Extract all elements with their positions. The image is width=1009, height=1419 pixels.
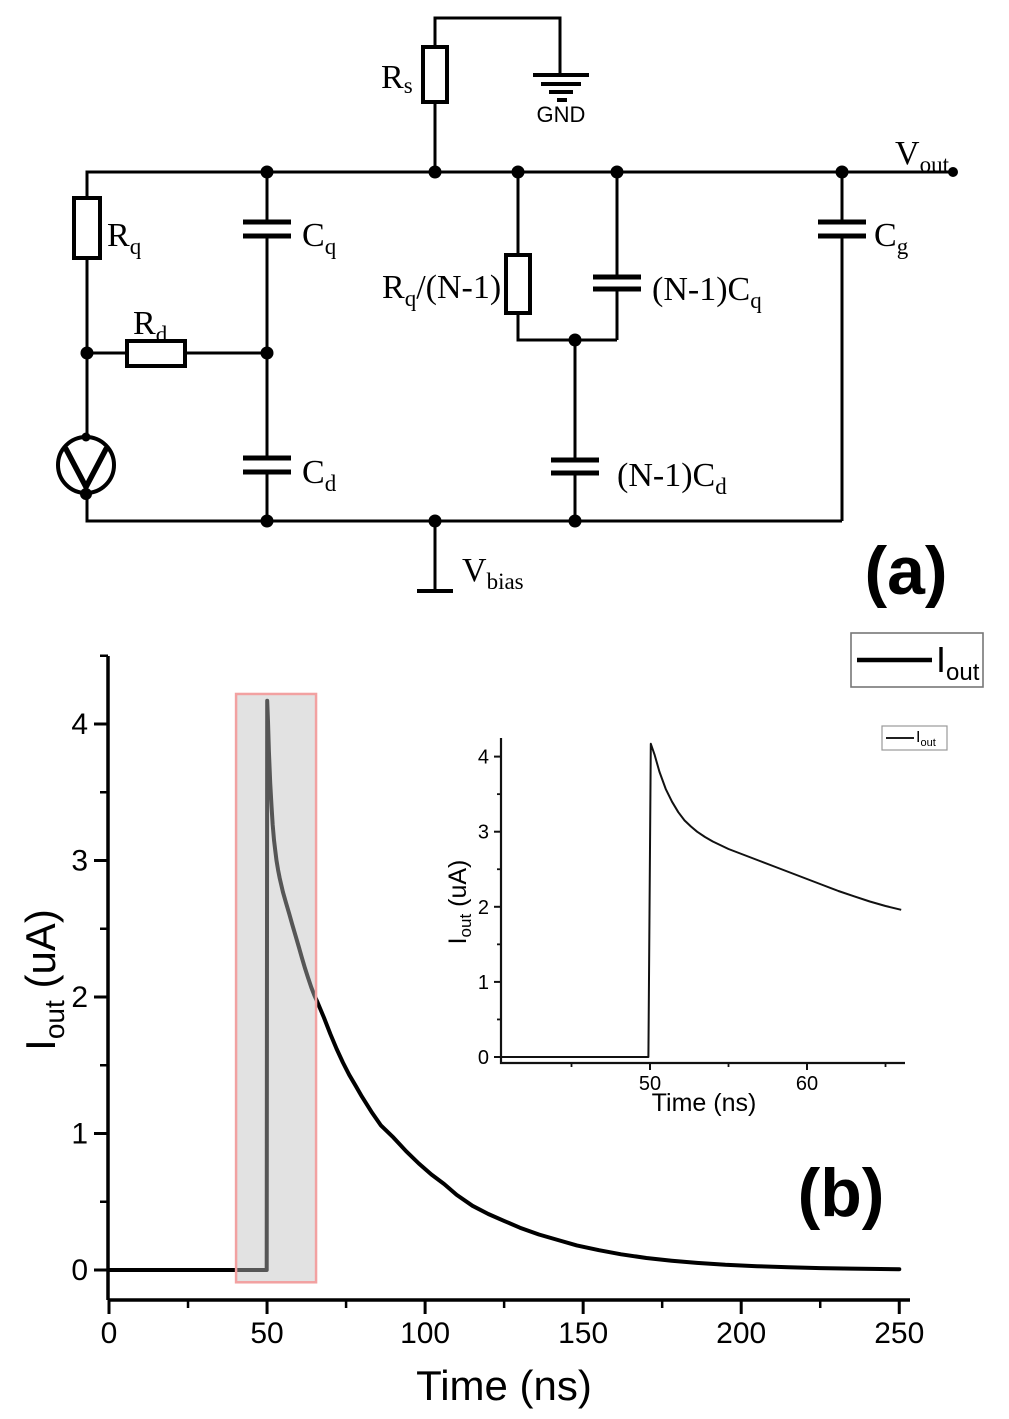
main-curve (107, 698, 902, 1272)
capacitor-n1cq (593, 274, 641, 292)
inset-y-tick-label: 1 (478, 972, 489, 994)
capacitor-cq (243, 219, 291, 239)
junction-dot (428, 165, 442, 179)
y-tick-label: 0 (71, 1254, 88, 1287)
xaxis-title: Time (ns) (416, 1362, 592, 1409)
label-n1cd: (N-1)Cd (617, 457, 727, 499)
capacitors (243, 219, 866, 476)
capacitor-cg (818, 219, 866, 239)
inset-axes: 50 60 0 1 2 3 4 (478, 738, 905, 1095)
current-source-arrow-icon (63, 446, 109, 490)
current-source (56, 435, 116, 495)
capacitor-n1cd (551, 457, 599, 476)
x-tick-label: 50 (250, 1317, 283, 1350)
junction-dot (568, 333, 582, 347)
legend-label: Iout (936, 639, 980, 686)
ground-symbol (533, 73, 589, 102)
resistors (72, 45, 532, 368)
iout-curve-path (107, 698, 902, 1272)
inset-x-tick-label: 50 (639, 1073, 661, 1095)
inset-y-tick-label: 0 (478, 1047, 489, 1069)
inset-y-tick-label: 3 (478, 822, 489, 844)
bottom-rail-wire (85, 493, 842, 523)
circuit-wires (85, 16, 953, 591)
vout-terminal-dot (948, 167, 958, 177)
inset-legend: Iout (881, 725, 948, 751)
junction-dot (80, 488, 92, 500)
y-tick-label: 3 (71, 845, 88, 878)
label-cg: Cg (874, 217, 909, 259)
x-tick-label: 100 (400, 1317, 450, 1350)
resistor-rd (125, 339, 187, 368)
junction-dot (81, 432, 91, 442)
capacitor-cd (243, 455, 291, 475)
rqn1-join-wire (516, 313, 617, 342)
junction-dot (260, 346, 274, 360)
junction-dot (260, 514, 274, 528)
main-axis-lines (106, 656, 910, 1302)
label-rd: Rd (133, 305, 168, 347)
label-rq: Rq (107, 217, 142, 259)
x-tick-label: 0 (101, 1317, 118, 1350)
panel-a-label: (a) (864, 533, 947, 609)
y-tick-label: 2 (71, 981, 88, 1014)
x-tick-label: 250 (874, 1317, 924, 1350)
x-tick-label: 200 (716, 1317, 766, 1350)
inset-xaxis-title: Time (ns) (652, 1089, 757, 1117)
junction-dot (428, 514, 442, 528)
inset-curve (500, 742, 902, 1058)
highlight-region (234, 692, 318, 1284)
output-current-chart: 0 50 100 150 200 250 0 1 2 3 4 50 60 0 1 2 3 4 Time (ns)… (17, 632, 984, 1409)
x-tick-label: 150 (558, 1317, 608, 1350)
inset-yaxis-title: Iout (uA) (444, 860, 475, 945)
yaxis-title: Iout (uA) (17, 909, 70, 1051)
resistor-rs (421, 45, 449, 104)
label-gnd: GND (537, 102, 586, 127)
inset-legend-label: Iout (916, 729, 936, 749)
junction-dots (80, 165, 958, 528)
junction-dot (568, 514, 582, 528)
junction-dot (80, 346, 94, 360)
inset-x-tick-label: 60 (796, 1073, 818, 1095)
top-rail-wire (85, 170, 953, 198)
sipm-equivalent-circuit-diagram: Rs GND Vout Rq Cq Rd Rq/(N-1) (N-1)Cq Cd… (56, 16, 958, 609)
inset-plot: 50 60 0 1 2 3 4 Time (ns) Iout (uA) Iout (444, 725, 948, 1117)
label-vbias: Vbias (462, 552, 524, 594)
inset-axis-lines (499, 738, 905, 1065)
resistor-rq-n1 (504, 253, 532, 315)
inset-iout-curve-path (500, 742, 902, 1058)
label-cq: Cq (302, 217, 337, 259)
resistor-rq (72, 196, 102, 260)
y-tick-label: 4 (71, 708, 88, 741)
label-rs: Rs (381, 59, 413, 98)
junction-dot (511, 165, 525, 179)
y-tick-label: 1 (71, 1118, 88, 1151)
label-n1cq: (N-1)Cq (652, 271, 762, 313)
label-cd: Cd (302, 454, 337, 496)
highlight-region-rect (234, 692, 318, 1284)
label-vout: Vout (895, 135, 950, 177)
inset-y-tick-label: 4 (478, 747, 489, 769)
panel-b-label: (b) (798, 1155, 885, 1231)
label-rq-over-n1: Rq/(N-1) (382, 269, 501, 311)
junction-dot (260, 165, 274, 179)
inset-y-tick-label: 2 (478, 897, 489, 919)
junction-dot (835, 165, 849, 179)
junction-dot (610, 165, 624, 179)
rs-to-ground-wire (433, 16, 562, 73)
main-legend: Iout (850, 632, 984, 688)
